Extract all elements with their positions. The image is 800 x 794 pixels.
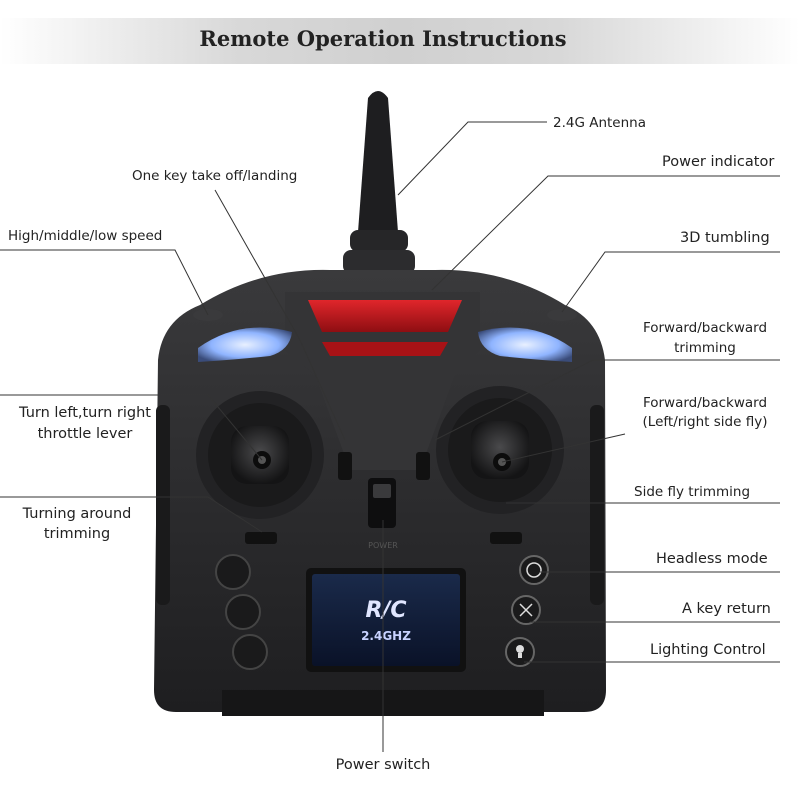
right-stick[interactable] — [436, 386, 564, 514]
tumbling-button[interactable] — [547, 309, 577, 321]
label-turning-2: trimming — [43, 526, 111, 542]
center-faceplate — [285, 292, 480, 470]
display-screen: R/C 2.4GHZ — [306, 568, 466, 672]
left-button-3[interactable] — [232, 634, 268, 670]
left-trim-switch[interactable] — [338, 452, 352, 480]
label-key-return: A key return — [682, 601, 771, 617]
label-turning-1: Turning around — [22, 506, 132, 522]
turning-trim-switch[interactable] — [245, 532, 277, 544]
page-title: Remote Operation Instructions — [199, 26, 567, 51]
label-fb-fly-1: Forward/backward — [642, 395, 768, 411]
frequency-text: 2.4GHZ — [361, 629, 411, 643]
label-headless: Headless mode — [656, 551, 768, 567]
power-indicator — [308, 300, 462, 332]
left-button-1[interactable] — [215, 554, 251, 590]
left-button-2[interactable] — [225, 594, 261, 630]
headless-button[interactable] — [519, 555, 549, 585]
label-tumbling: 3D tumbling — [680, 230, 770, 246]
label-power-switch: Power switch — [335, 757, 431, 773]
label-one-key: One key take off/landing — [132, 168, 298, 184]
label-fb-fly-2: (Left/right side fly) — [642, 414, 768, 430]
right-trim-switch[interactable] — [416, 452, 430, 480]
leader-lines — [0, 121, 780, 752]
lighting-button[interactable] — [505, 637, 535, 667]
left-light-bar — [198, 327, 292, 362]
title-banner — [0, 18, 800, 64]
logo-text: R/C — [365, 598, 406, 623]
right-light-bar — [478, 327, 572, 362]
label-speed: High/middle/low speed — [8, 228, 163, 244]
left-stick[interactable] — [196, 391, 324, 519]
label-turn-2: throttle lever — [37, 426, 133, 442]
label-fb-trim-2: trimming — [674, 340, 736, 356]
key-return-button[interactable] — [511, 595, 541, 625]
antenna — [343, 91, 415, 274]
label-side-trim: Side fly trimming — [634, 484, 751, 500]
label-fb-trim-1: Forward/backward — [642, 320, 768, 336]
side-trim-switch[interactable] — [490, 532, 522, 544]
label-power-indicator: Power indicator — [662, 154, 775, 170]
label-lighting: Lighting Control — [650, 642, 766, 658]
label-turn-1: Turn left,turn right — [19, 405, 151, 421]
label-antenna: 2.4G Antenna — [553, 115, 646, 131]
